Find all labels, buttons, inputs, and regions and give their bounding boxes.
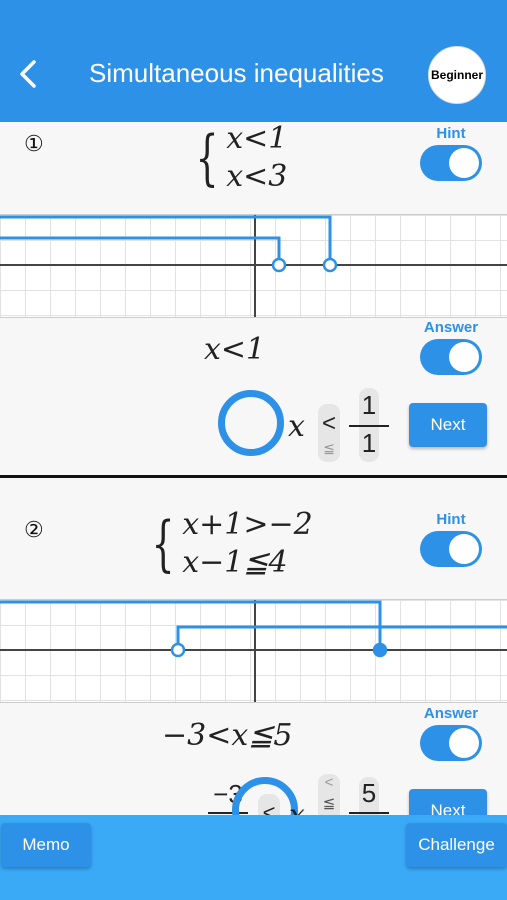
memo-button[interactable]: Memo	[1, 823, 91, 867]
answer-label: Answer	[423, 705, 479, 722]
open-point	[322, 257, 338, 273]
number-line-graph	[0, 214, 507, 318]
back-chevron-icon[interactable]	[14, 56, 44, 92]
fraction-bar	[208, 812, 248, 814]
fraction-bar	[349, 812, 389, 814]
right-number[interactable]: 5	[361, 778, 377, 808]
inequality-line: x−1≦4	[182, 545, 288, 580]
page-title: Simultaneous inequalities	[89, 58, 384, 88]
problem-number: ②	[24, 517, 44, 542]
answer-variable: x	[289, 798, 305, 815]
operator-selector[interactable]	[318, 404, 340, 462]
range-line-x-lt-3	[0, 215, 332, 265]
problem-list[interactable]: ① { x<1 x<3 Hint Answer x<1 x < ≦ 1 1 Ne…	[0, 122, 507, 815]
fraction-numerator[interactable]: 1	[361, 390, 377, 420]
drawing-circle-indicator[interactable]	[218, 390, 284, 456]
bottom-bar: Memo Challenge	[0, 815, 507, 900]
next-button[interactable]: Next	[409, 789, 487, 815]
operator-selected: <	[262, 800, 276, 815]
problem-number: ①	[24, 131, 44, 156]
hint-label: Hint	[436, 511, 466, 528]
answer-text: x<1	[204, 332, 266, 367]
number-line-graph	[0, 599, 507, 703]
hint-toggle[interactable]	[420, 531, 482, 567]
inequality-line: x<3	[226, 159, 288, 194]
inequality-system: { x<1 x<3	[195, 122, 288, 194]
number-line-svg	[0, 215, 507, 317]
fraction-denominator[interactable]: 1	[361, 428, 377, 458]
open-point	[271, 257, 287, 273]
answer-variable: x	[288, 409, 305, 444]
next-button[interactable]: Next	[409, 403, 487, 447]
drawing-circle-indicator[interactable]	[232, 777, 298, 815]
hint-toggle[interactable]	[420, 145, 482, 181]
problem-divider	[0, 475, 507, 478]
toggle-knob	[449, 728, 479, 758]
answer-text: −3<x≦5	[162, 718, 293, 753]
inequality-system: { x+1>−2 x−1≦4	[151, 507, 313, 580]
hint-label: Hint	[436, 125, 466, 142]
operator-option: ≦	[323, 440, 335, 456]
app-bar: Simultaneous inequalities Beginner	[0, 0, 507, 122]
fraction-bar	[349, 425, 389, 427]
range-line-x-le-5	[0, 600, 382, 650]
operator-selector[interactable]	[318, 774, 340, 815]
toggle-knob	[449, 148, 479, 178]
operator-selected: <	[321, 410, 336, 437]
toggle-knob	[449, 342, 479, 372]
closed-point	[372, 642, 388, 658]
toggle-knob	[449, 534, 479, 564]
answer-label: Answer	[423, 319, 479, 336]
operator-selector[interactable]	[258, 794, 280, 815]
fraction-selector[interactable]	[359, 777, 379, 815]
challenge-button[interactable]: Challenge	[406, 823, 507, 867]
operator-option: <	[324, 774, 334, 791]
number-line-svg	[0, 600, 507, 702]
level-badge[interactable]: Beginner	[428, 46, 486, 104]
operator-selected: ≦	[322, 795, 336, 812]
range-line-x-lt-1	[0, 236, 281, 265]
range-line-x-gt-neg3	[176, 625, 507, 650]
inequality-line: x<1	[226, 122, 288, 156]
inequality-line: x+1>−2	[182, 507, 313, 542]
answer-toggle[interactable]	[420, 725, 482, 761]
open-point	[170, 642, 186, 658]
answer-toggle[interactable]	[420, 339, 482, 375]
